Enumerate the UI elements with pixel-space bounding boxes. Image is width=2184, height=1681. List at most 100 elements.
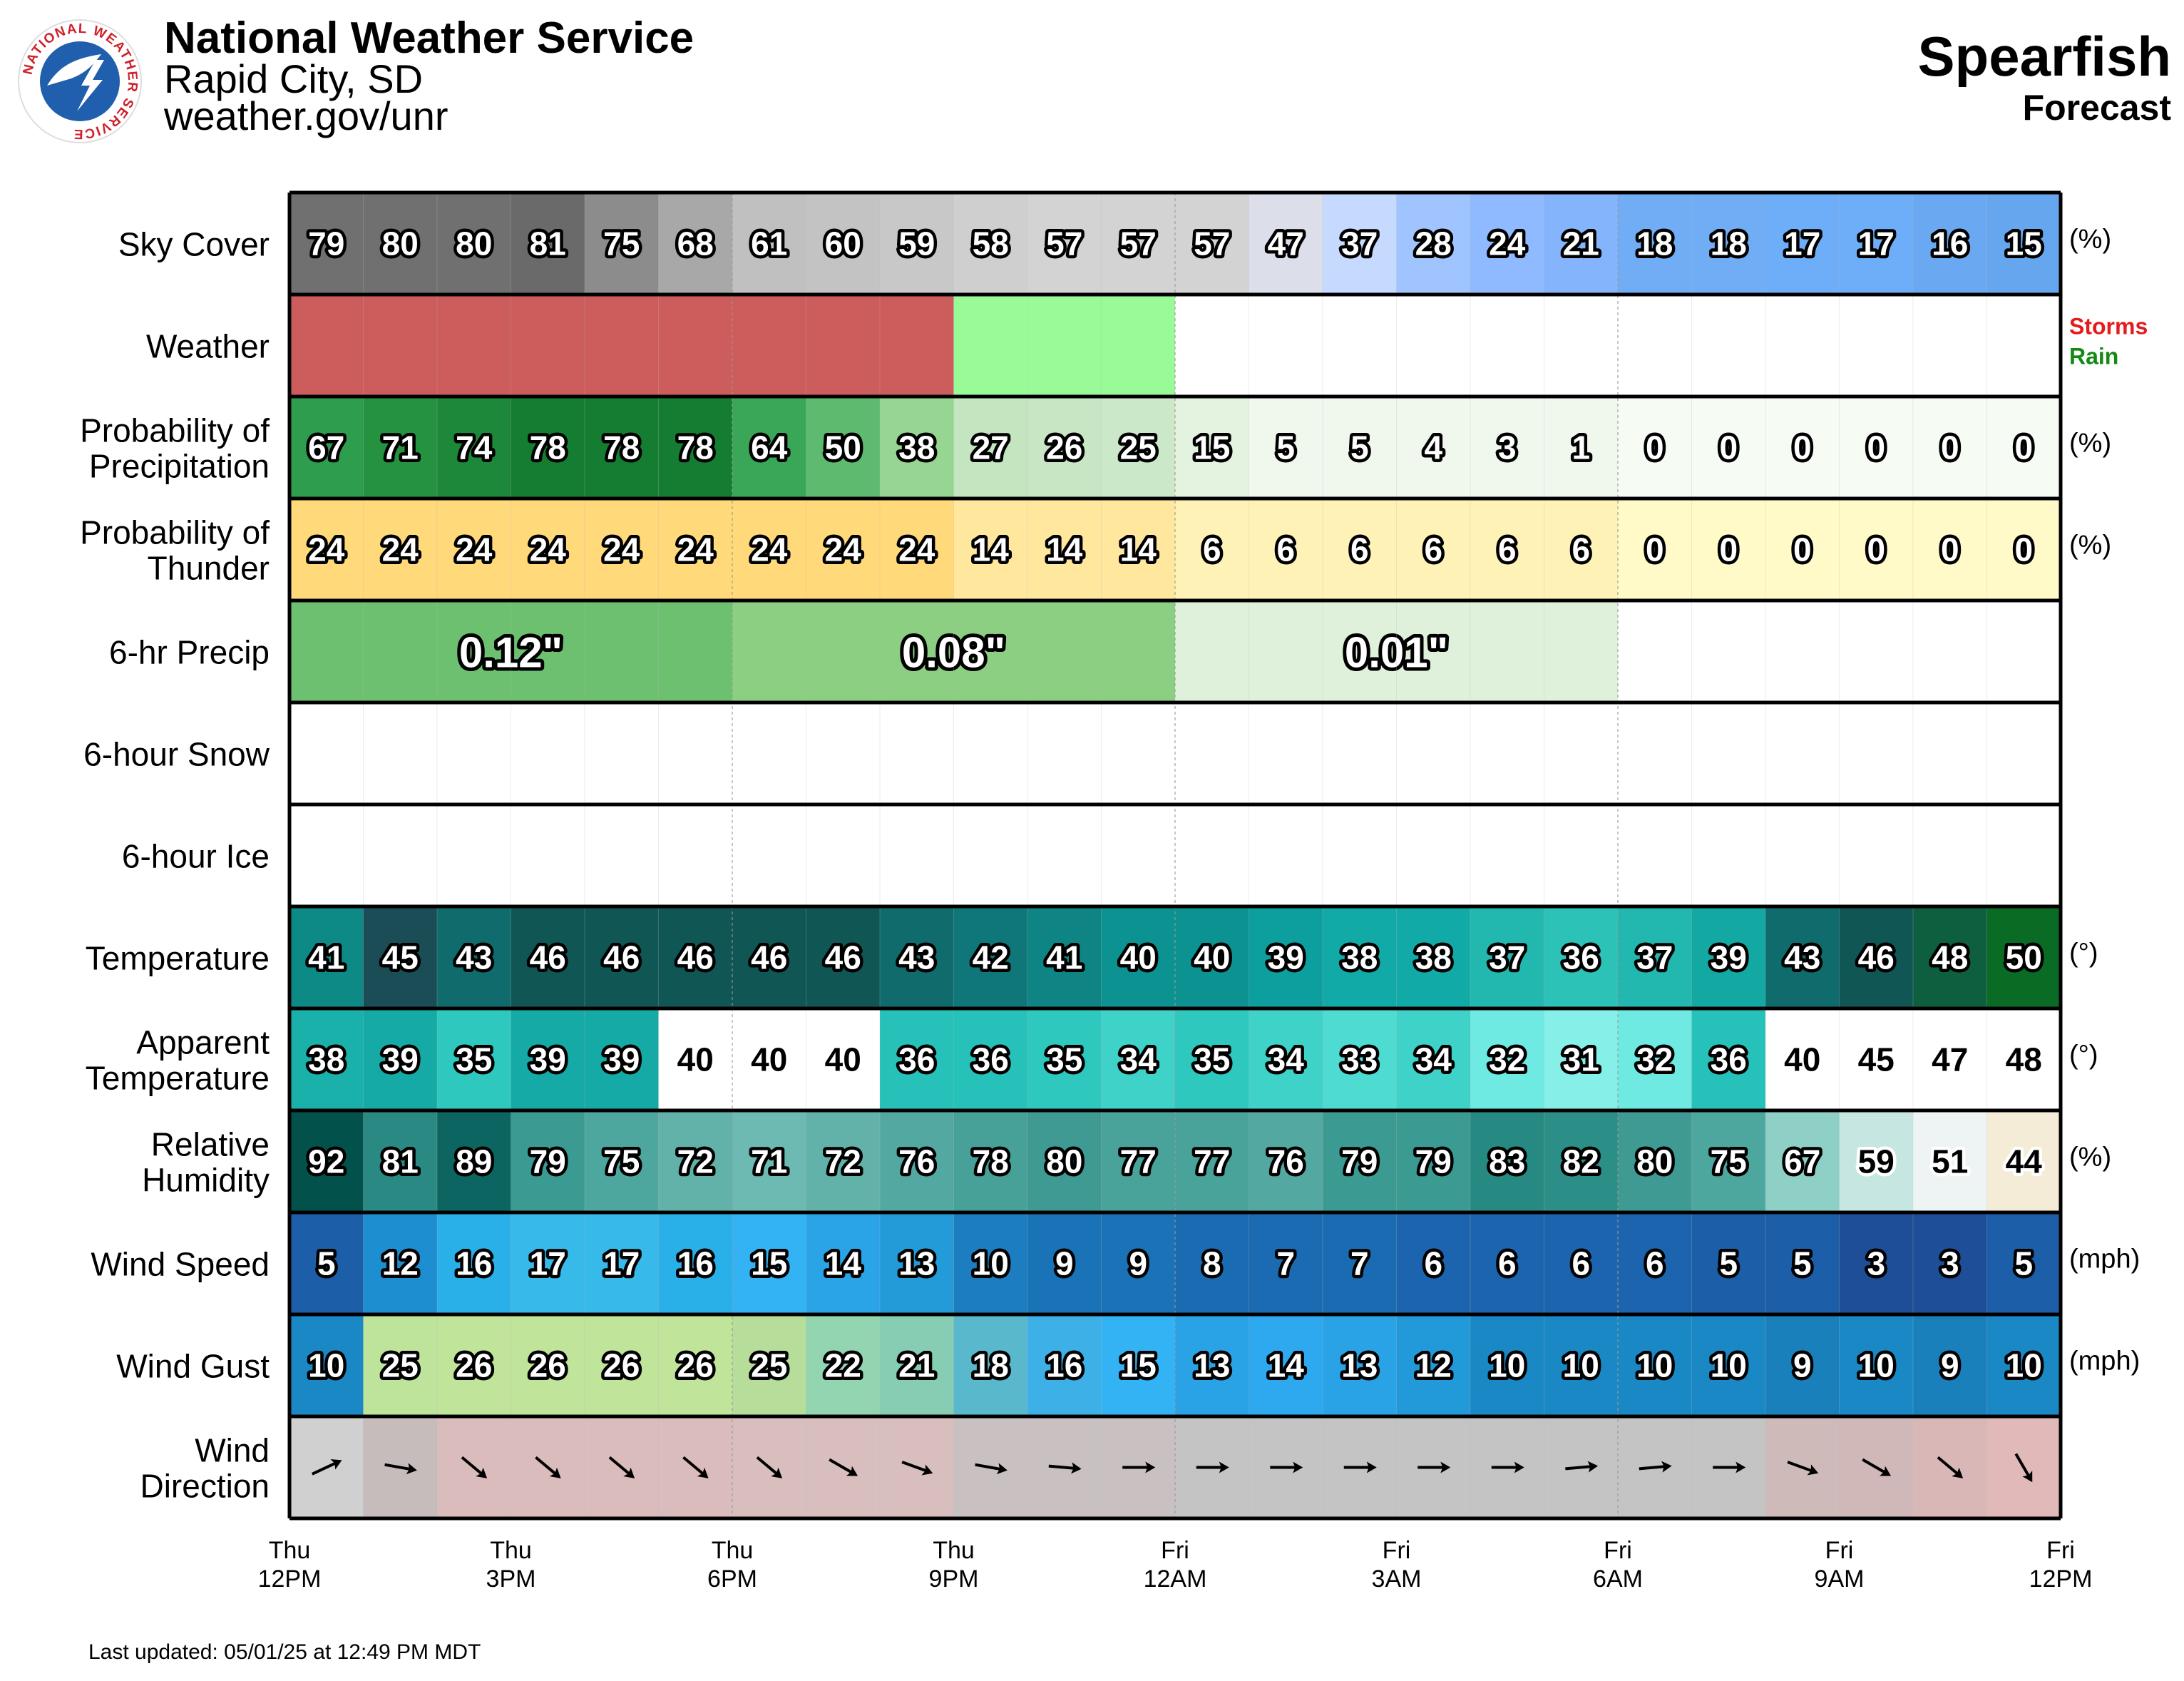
cell bbox=[363, 499, 438, 601]
cell bbox=[1913, 1212, 1988, 1314]
block bbox=[1175, 601, 1618, 702]
arrow-head bbox=[1145, 1461, 1156, 1473]
cell-value: 7 bbox=[1350, 1245, 1369, 1282]
row-unit: (°) bbox=[2069, 939, 2098, 969]
cell-value: 40 bbox=[825, 1041, 861, 1078]
cell-value: 12 bbox=[382, 1245, 419, 1282]
cell-value: 76 bbox=[898, 1143, 935, 1180]
cell-value: 43 bbox=[456, 939, 492, 976]
cell-value: 6 bbox=[1424, 1245, 1442, 1282]
cell bbox=[585, 397, 660, 499]
cell-value: 0 bbox=[1941, 429, 1959, 466]
row-label: Humidity bbox=[142, 1162, 270, 1199]
cell bbox=[658, 1314, 733, 1416]
cell-value: 24 bbox=[603, 531, 640, 568]
row-unit: (%) bbox=[2069, 225, 2111, 255]
row-wind bbox=[289, 1212, 2061, 1314]
cell-value: 59 bbox=[1858, 1143, 1895, 1180]
cell-value: 21 bbox=[1563, 225, 1599, 262]
wind-arrow-icon bbox=[461, 1456, 488, 1478]
cell-value: 16 bbox=[456, 1245, 492, 1282]
cell-value: 24 bbox=[382, 531, 419, 568]
cell-value: 34 bbox=[1415, 1041, 1452, 1078]
cell-value: 10 bbox=[308, 1347, 344, 1384]
cell bbox=[1101, 499, 1176, 601]
arrow-head bbox=[1736, 1461, 1746, 1473]
cell-value: 79 bbox=[308, 225, 344, 262]
cell-value: 45 bbox=[382, 939, 419, 976]
cell bbox=[1618, 193, 1693, 295]
office-website: weather.gov/unr bbox=[164, 93, 448, 138]
cell-value: 25 bbox=[382, 1347, 419, 1384]
cell-value: 0 bbox=[1719, 429, 1738, 466]
cell-value: 39 bbox=[1711, 939, 1747, 976]
cell-value: 43 bbox=[898, 939, 935, 976]
cell-value: 16 bbox=[1046, 1347, 1082, 1384]
cell bbox=[289, 1008, 364, 1110]
cell-value: 40 bbox=[1194, 939, 1230, 976]
cell bbox=[585, 1008, 660, 1110]
cell-value: 31 bbox=[1563, 1041, 1599, 1078]
cell bbox=[1544, 193, 1619, 295]
cell bbox=[1027, 499, 1102, 601]
arrow-head bbox=[1366, 1461, 1377, 1473]
cell bbox=[1396, 1212, 1471, 1314]
arrow-shaft bbox=[2014, 1453, 2030, 1477]
forecast-location: Spearfish bbox=[1917, 25, 2171, 88]
row-unit: (%) bbox=[2069, 429, 2111, 459]
cell bbox=[1396, 1110, 1471, 1212]
cell bbox=[1175, 1212, 1250, 1314]
cell bbox=[1986, 1110, 2061, 1212]
row-label: Thunder bbox=[148, 550, 270, 587]
cell bbox=[953, 1110, 1028, 1212]
cell-value: 44 bbox=[2006, 1143, 2043, 1180]
arrow-shaft bbox=[901, 1461, 927, 1473]
cell-value: 14 bbox=[1120, 531, 1157, 568]
cell-value: 32 bbox=[1636, 1041, 1673, 1078]
row-unit: (mph) bbox=[2069, 1347, 2140, 1376]
cell bbox=[880, 1008, 955, 1110]
arrow-shaft bbox=[682, 1456, 704, 1476]
wind-arrow-icon bbox=[1048, 1462, 1082, 1474]
arrow-head bbox=[1293, 1461, 1303, 1473]
cell bbox=[1691, 193, 1766, 295]
row-label: Weather bbox=[146, 328, 270, 365]
logo-cloud-icon bbox=[47, 54, 101, 86]
cell bbox=[658, 1212, 733, 1314]
cell bbox=[363, 906, 438, 1008]
cell-value: 83 bbox=[1489, 1143, 1525, 1180]
cell bbox=[658, 906, 733, 1008]
cell bbox=[1913, 906, 1988, 1008]
cell bbox=[1691, 1212, 1766, 1314]
cell bbox=[732, 1212, 807, 1314]
x-tick-time: 6PM bbox=[707, 1565, 757, 1593]
cell bbox=[437, 499, 512, 601]
wind-arrow-icon bbox=[1565, 1461, 1599, 1473]
cell bbox=[1027, 1314, 1102, 1416]
arrow-head bbox=[921, 1464, 933, 1476]
cell bbox=[1323, 193, 1398, 295]
cell bbox=[511, 499, 585, 601]
row-qpf bbox=[289, 601, 2061, 702]
cell bbox=[1470, 193, 1545, 295]
cell bbox=[1618, 1314, 1693, 1416]
arrow-head bbox=[996, 1463, 1008, 1475]
precip-amount: 0.01" bbox=[1345, 629, 1448, 677]
cell bbox=[585, 906, 660, 1008]
cell bbox=[1765, 1008, 1840, 1110]
office-name: Rapid City, SD bbox=[164, 56, 424, 101]
cell-value: 0 bbox=[2014, 429, 2033, 466]
cell-value: 24 bbox=[308, 531, 345, 568]
wind-arrow-icon bbox=[1862, 1458, 1892, 1476]
cell bbox=[1913, 397, 1988, 499]
cell-value: 40 bbox=[677, 1041, 714, 1078]
wind-arrow-icon bbox=[1491, 1461, 1524, 1473]
cell bbox=[1986, 397, 2061, 499]
cell bbox=[1839, 1314, 1914, 1416]
cell bbox=[1027, 397, 1102, 499]
cell bbox=[1544, 397, 1619, 499]
cell bbox=[1618, 397, 1693, 499]
cell bbox=[1027, 193, 1102, 295]
cell-value: 8 bbox=[1203, 1245, 1221, 1282]
cell bbox=[1691, 1110, 1766, 1212]
